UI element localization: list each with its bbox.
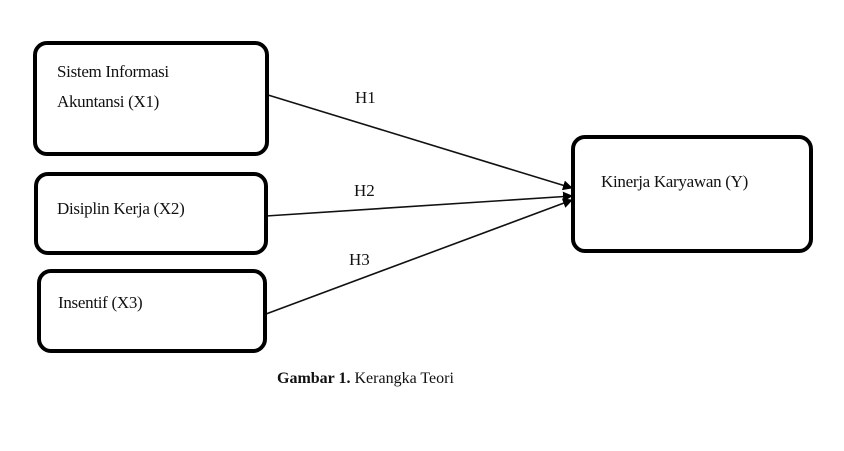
node-x1-label-line2: Akuntansi (X1) (57, 92, 160, 111)
figure-caption-number: Gambar 1. (277, 370, 351, 387)
node-x3-box: Insentif (X3) (37, 269, 267, 353)
edge-h3-label: H3 (349, 250, 370, 269)
edge-h1-label: H1 (355, 88, 376, 107)
node-y-label: Kinerja Karyawan (Y) (601, 172, 748, 191)
figure-caption-text: Kerangka Teori (350, 370, 454, 387)
node-y-box: Kinerja Karyawan (Y) (571, 135, 813, 253)
node-x1-box: Sistem Informasi Akuntansi (X1) (33, 41, 269, 156)
edge-h2-label: H2 (354, 181, 375, 200)
node-x2-box: Disiplin Kerja (X2) (34, 172, 268, 255)
edge-h2-arrow (265, 191, 573, 217)
node-x1-label-line1: Sistem Informasi (57, 62, 169, 81)
figure-caption: Gambar 1. Kerangka Teori (277, 370, 454, 388)
node-x2-label: Disiplin Kerja (X2) (57, 199, 185, 218)
edge-h3-arrow (265, 198, 573, 315)
node-x3-label: Insentif (X3) (58, 293, 143, 312)
edge-h1-arrow (267, 94, 573, 191)
